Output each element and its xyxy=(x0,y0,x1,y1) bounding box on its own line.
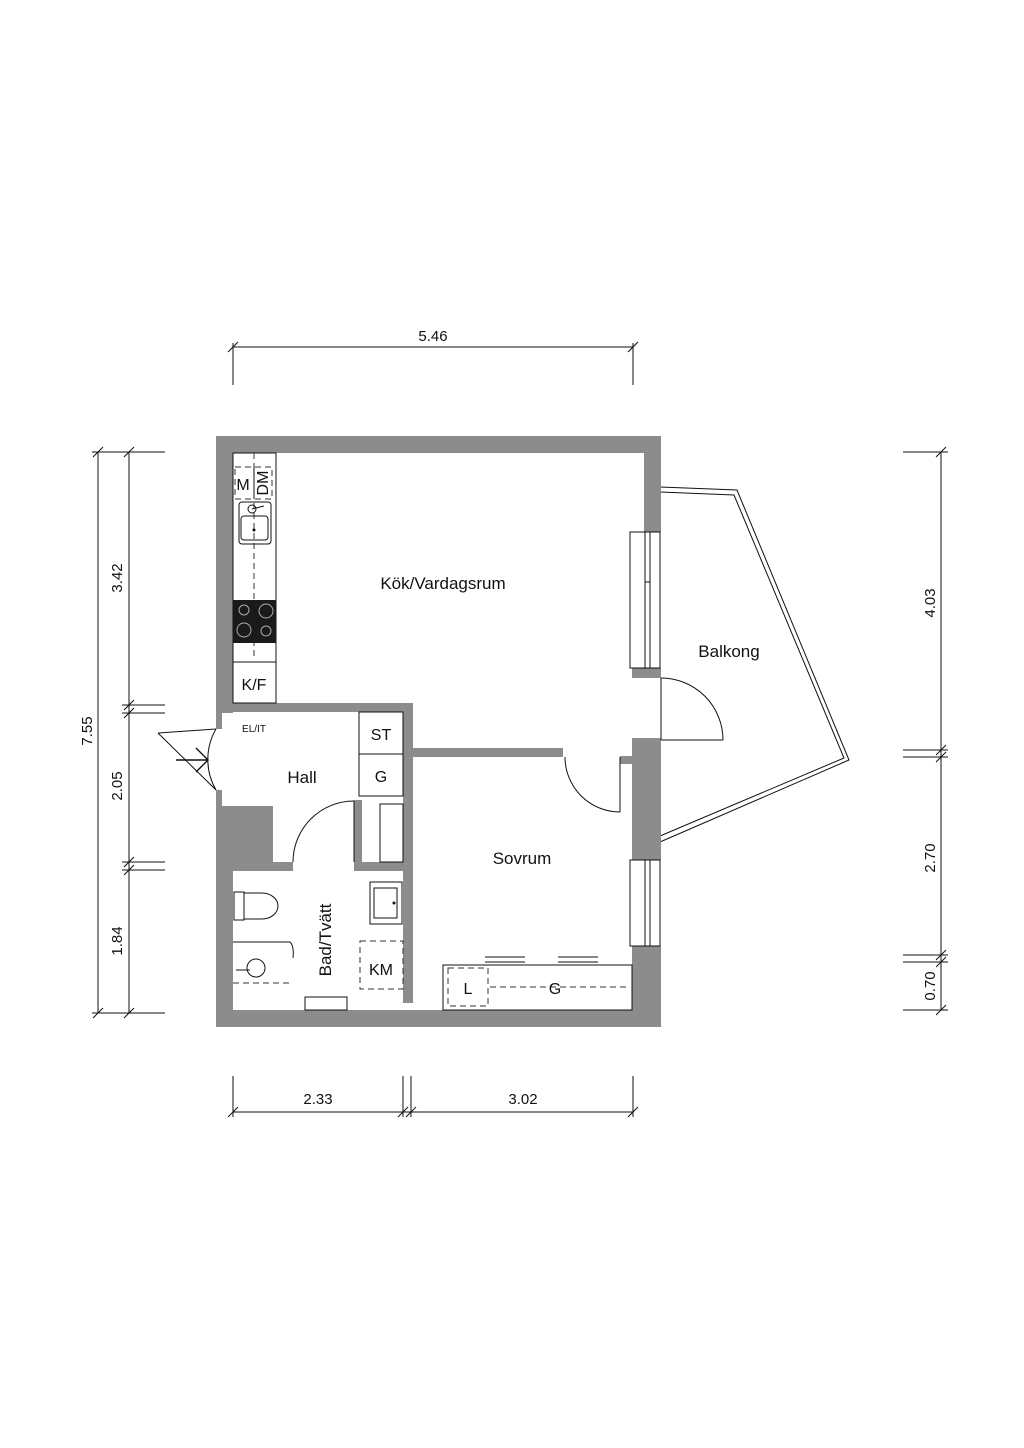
room-bathroom: Bad/Tvätt xyxy=(316,903,335,976)
dimension-right-middle: 2.70 xyxy=(922,843,939,872)
fixture-fridge-freezer: K/F xyxy=(242,677,267,694)
room-balcony: Balkong xyxy=(698,642,759,661)
dimension-right-upper: 4.03 xyxy=(922,588,939,617)
hall-storage xyxy=(358,711,404,863)
fixture-storage: ST xyxy=(371,727,392,744)
room-kitchen-living: Kök/Vardagsrum xyxy=(380,574,505,593)
balcony-outline xyxy=(659,486,850,843)
fixture-hall-wardrobe: G xyxy=(375,769,387,786)
dimension-left-total: 7.55 xyxy=(79,716,96,745)
dimension-bottom-right: 3.02 xyxy=(508,1091,537,1108)
dimension-right-lower: 0.70 xyxy=(922,971,939,1000)
windows xyxy=(629,531,661,947)
doors xyxy=(157,677,724,863)
dimension-left-middle: 2.05 xyxy=(109,771,126,800)
dimension-lines xyxy=(92,341,948,1118)
dimension-top-width: 5.46 xyxy=(418,328,447,345)
dimension-left-lower: 1.84 xyxy=(109,926,126,955)
room-hall: Hall xyxy=(287,768,316,787)
fixture-dishwasher: DM xyxy=(255,471,272,496)
fixture-linen: L xyxy=(464,981,473,998)
kitchen-counter xyxy=(232,452,277,704)
fixture-washing-machine: KM xyxy=(369,962,393,979)
dimension-bottom-left: 2.33 xyxy=(303,1091,332,1108)
fixture-bedroom-wardrobe: G xyxy=(549,981,561,998)
dimension-left-upper: 3.42 xyxy=(109,563,126,592)
walls xyxy=(216,436,661,1027)
fixture-electrical: EL/IT xyxy=(242,724,266,735)
room-bedroom: Sovrum xyxy=(493,849,552,868)
bedroom-wardrobe xyxy=(442,956,633,1011)
fixture-microwave: M xyxy=(236,477,249,494)
bathroom-fixtures xyxy=(233,881,404,1011)
